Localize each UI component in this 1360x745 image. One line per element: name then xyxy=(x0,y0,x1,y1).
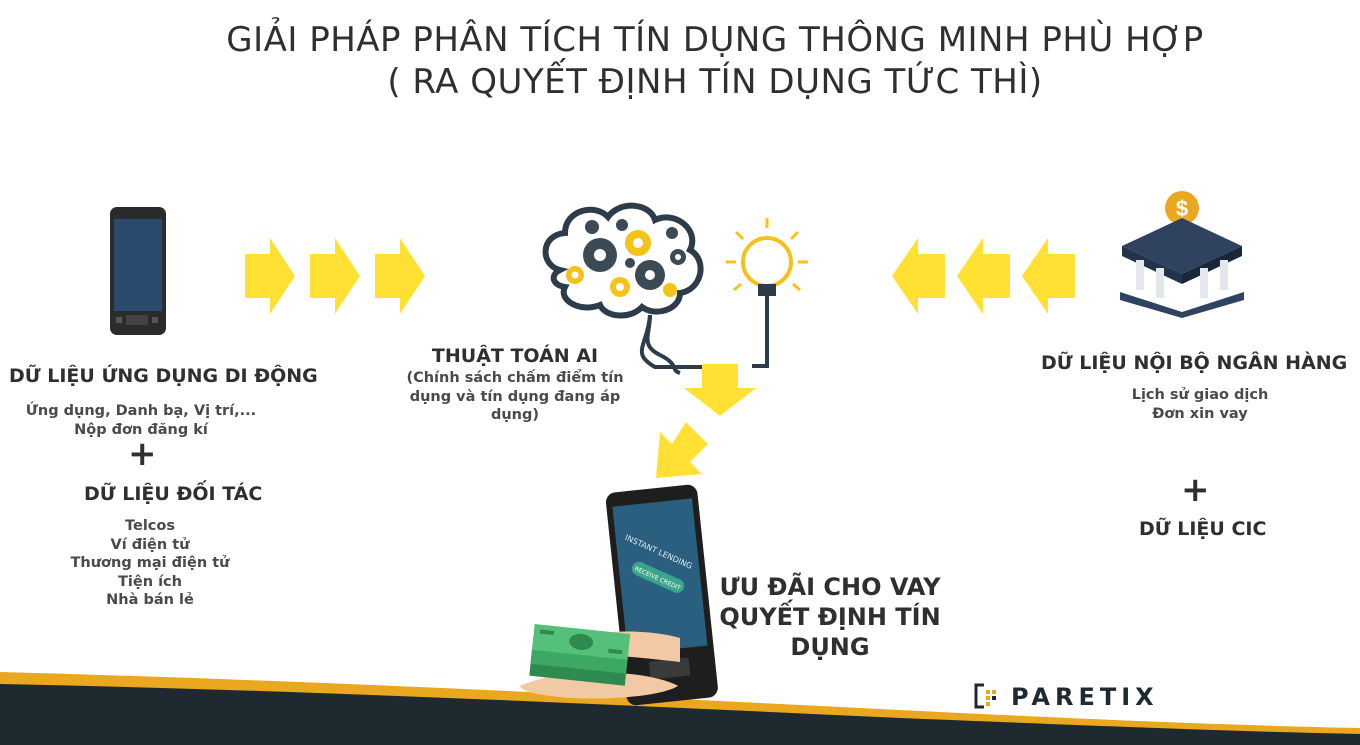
bank-icon: $ xyxy=(1120,191,1244,318)
partner-data-heading: DỮ LIỆU ĐỐI TÁC xyxy=(84,483,263,505)
partner-item: Nhà bán lẻ xyxy=(106,592,194,608)
mobile-data-heading: DỮ LIỆU ỨNG DỤNG DI ĐỘNG xyxy=(9,365,318,387)
plus-sign-right: + xyxy=(1181,470,1210,510)
ai-algorithm-desc: (Chính sách chấm điểm tín dụng và tín dụ… xyxy=(395,369,635,425)
instant-lending-phone-icon: INSTANT LENDING RECEIVE CREDIT xyxy=(606,484,718,706)
ai-desc-line: dụng và tín dụng đang áp xyxy=(409,388,621,405)
brain-gears-icon xyxy=(542,202,720,375)
bottom-wave-band xyxy=(0,672,1360,745)
result-text: ƯU ĐÃI CHO VAY QUYẾT ĐỊNH TÍN DỤNG xyxy=(708,572,952,662)
cic-data-heading: DỮ LIỆU CIC xyxy=(1139,518,1267,540)
mobile-data-list: Ứng dụng, Danh bạ, Vị trí,... Nộp đơn đă… xyxy=(0,402,282,439)
svg-text:$: $ xyxy=(1176,196,1188,221)
page-title: GIẢI PHÁP PHÂN TÍCH TÍN DỤNG THÔNG MINH … xyxy=(0,20,1360,102)
arrow-down-left xyxy=(656,422,708,478)
ai-algorithm-heading: THUẬT TOÁN AI xyxy=(431,345,599,367)
partner-item: Telcos xyxy=(125,518,175,534)
result-line: QUYẾT ĐỊNH TÍN xyxy=(719,603,941,631)
result-line: ƯU ĐÃI CHO VAY xyxy=(719,573,941,601)
partner-list: Telcos Ví điện tử Thương mại điện tử Tiệ… xyxy=(30,517,270,610)
title-line-2: ( RA QUYẾT ĐỊNH TÍN DỤNG TỨC THÌ) xyxy=(387,62,1043,102)
title-line-1: GIẢI PHÁP PHÂN TÍCH TÍN DỤNG THÔNG MINH … xyxy=(226,20,1204,60)
mobile-data-line: Ứng dụng, Danh bạ, Vị trí,... xyxy=(25,403,257,419)
bank-data-heading: DỮ LIỆU NỘI BỘ NGÂN HÀNG xyxy=(1041,352,1348,374)
bank-data-list: Lịch sử giao dịch Đơn xin vay xyxy=(1100,386,1300,423)
ai-desc-line: dụng) xyxy=(490,407,540,423)
bank-data-line: Đơn xin vay xyxy=(1152,405,1248,422)
arrows-right-group xyxy=(245,238,425,314)
bank-data-line: Lịch sử giao dịch xyxy=(1131,387,1269,403)
paretix-logo-icon xyxy=(974,683,996,709)
mobile-data-line: Nộp đơn đăng kí xyxy=(74,421,208,438)
partner-item: Tiện ích xyxy=(118,573,182,590)
paretix-logo-text: PARETIX xyxy=(1011,683,1159,711)
arrow-down xyxy=(684,364,756,416)
partner-item: Thương mại điện tử xyxy=(70,555,230,571)
plus-sign-left: + xyxy=(128,434,157,474)
hand-money-icon xyxy=(520,623,680,699)
arrows-left-group xyxy=(892,238,1075,314)
result-line: DỤNG xyxy=(790,633,870,661)
lightbulb-icon xyxy=(726,218,808,368)
smartphone-icon xyxy=(110,207,166,335)
ai-desc-line: (Chính sách chấm điểm tín xyxy=(406,370,624,386)
partner-item: Ví điện tử xyxy=(110,536,190,553)
